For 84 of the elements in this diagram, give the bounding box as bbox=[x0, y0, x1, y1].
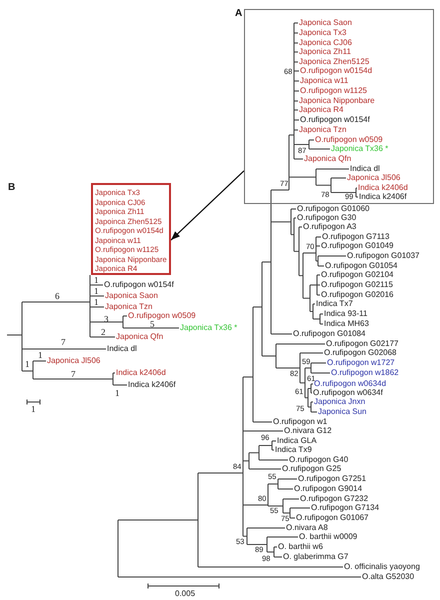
taxon-label: O.rufipogon w0634d bbox=[314, 379, 386, 389]
taxon-label: O.rufipogon w1727 bbox=[327, 358, 395, 368]
taxon-label: Indica 93-11 bbox=[324, 309, 368, 319]
branch-value: 1 bbox=[94, 275, 98, 285]
taxon-label: O.rufipogon w0634f bbox=[313, 388, 383, 398]
taxon-label: O. barthii w0009 bbox=[299, 532, 358, 542]
taxon-label: Japonica w11 bbox=[300, 76, 348, 86]
taxon-label: O.rufipogon G01054 bbox=[325, 261, 398, 271]
taxon-label: Japonica Tx36 * bbox=[331, 144, 388, 154]
taxon-label: Japonica Nipponbare bbox=[299, 96, 375, 106]
taxon-label: Indica k2406d bbox=[358, 183, 408, 193]
taxon-label: Japonica Tx3 bbox=[299, 28, 346, 38]
clade-box bbox=[91, 183, 171, 275]
taxon-label: O.rufipogon G02104 bbox=[321, 270, 394, 280]
taxon-label: O.rufipogon w0509 bbox=[315, 135, 383, 145]
taxon-label: O.rufipogon w1862 bbox=[331, 368, 399, 378]
taxon-label: O.rufipogon G40 bbox=[289, 455, 348, 465]
branch-value: 1 bbox=[25, 359, 30, 369]
branch-value: 1 bbox=[94, 297, 98, 307]
taxon-label: O.rufipogon G30 bbox=[297, 213, 356, 223]
arrow bbox=[170, 170, 244, 240]
taxon-label: Indica Tx7 bbox=[316, 299, 353, 309]
branch-value: 1 bbox=[38, 350, 42, 360]
taxon-label: O.rufipogon w0509 bbox=[128, 311, 196, 321]
taxon-label: Indica k2406f bbox=[359, 192, 407, 202]
taxon-label: Japonica Qfn bbox=[304, 154, 352, 164]
taxon-label: O.rufipogon w0154f bbox=[300, 115, 370, 125]
branch-value: 5 bbox=[150, 319, 154, 329]
panel-label: A bbox=[235, 8, 242, 20]
taxon-label: O.nivara A8 bbox=[286, 523, 328, 533]
taxon-label: O. officinalis yaoyong bbox=[344, 562, 420, 572]
branch-value: 2 bbox=[101, 327, 106, 337]
taxon-label: O.rufipogon G7113 bbox=[322, 232, 390, 242]
taxon-label: O.rufipogon G01084 bbox=[293, 329, 366, 339]
taxon-label: Indica k2406f bbox=[128, 380, 176, 390]
taxon-label: O.rufipogon G02177 bbox=[326, 339, 398, 349]
taxon-label: O.rufipogon w1125 bbox=[300, 86, 368, 96]
branch-value: 1 bbox=[115, 388, 120, 398]
taxon-label: O.rufipogon G7134 bbox=[311, 503, 380, 513]
taxon-label: O.rufipogon w0154d bbox=[300, 66, 372, 76]
panel-label: B bbox=[8, 182, 16, 194]
branch-value: 1 bbox=[31, 404, 36, 414]
taxon-label: Japonica Qfn bbox=[116, 332, 164, 342]
taxon-label: Indica MH63 bbox=[324, 319, 369, 329]
branch-value: 3 bbox=[104, 314, 108, 324]
taxon-label: O.alta G52030 bbox=[362, 572, 414, 582]
taxon-label: O.rufipogon G02115 bbox=[321, 280, 393, 290]
taxon-label: Japonica Zh11 bbox=[299, 47, 351, 57]
taxon-label: Indica dl bbox=[350, 164, 380, 174]
taxon-label: Japonica Jnxn bbox=[314, 397, 366, 407]
taxon-label: Japonica Jl506 bbox=[47, 356, 100, 366]
taxon-label: O.rufipogon G02068 bbox=[324, 348, 396, 358]
taxon-label: O.rufipogon G01049 bbox=[321, 241, 394, 251]
taxon-label: O.nivara G12 bbox=[284, 426, 332, 436]
branch-value: 6 bbox=[55, 291, 60, 301]
taxon-label: Japonica Tzn bbox=[105, 302, 152, 312]
taxon-label: Indica GLA bbox=[277, 436, 317, 446]
taxon-label: O.rufipogon G02016 bbox=[321, 290, 394, 300]
taxon-label: Japonica Zhen5125 bbox=[299, 57, 370, 67]
taxon-label: Japonica Saon bbox=[299, 18, 352, 28]
scale-label: 0.005 bbox=[175, 589, 196, 599]
taxon-label: O. barthii w6 bbox=[278, 542, 323, 552]
branch-value: 1 bbox=[94, 286, 98, 296]
taxon-label: Japonica Saon bbox=[105, 291, 158, 301]
taxon-label: Indica dl bbox=[107, 344, 137, 354]
branch-value: 7 bbox=[61, 337, 66, 347]
taxon-label: O.rufipogon G7232 bbox=[300, 494, 368, 504]
taxon-label: Japonica CJ06 bbox=[299, 38, 352, 48]
taxon-label: Indica Tx9 bbox=[275, 445, 312, 455]
taxon-label: O.rufipogon G9014 bbox=[294, 484, 362, 494]
taxon-label: Japonica Sun bbox=[318, 407, 366, 417]
taxon-label: O.rufipogon A3 bbox=[303, 222, 356, 232]
taxon-label: O.rufipogon w1 bbox=[273, 417, 328, 427]
taxon-label: O.rufipogon G25 bbox=[282, 464, 342, 474]
taxon-label: O. glaberimma G7 bbox=[283, 552, 348, 562]
taxon-label: O.rufipogon G7251 bbox=[298, 474, 366, 484]
taxon-label: Japonica Tx36 * bbox=[180, 323, 238, 333]
taxon-label: Indica k2406d bbox=[116, 368, 166, 378]
taxon-label: O.rufipogon G01037 bbox=[347, 251, 420, 261]
taxon-label: Japonica Jl506 bbox=[347, 173, 400, 183]
taxon-label: Japonica R4 bbox=[299, 105, 344, 115]
branch-value: 7 bbox=[71, 369, 76, 379]
taxon-label: O.rufipogon G01067 bbox=[296, 513, 368, 523]
taxon-label: Japonica Tzn bbox=[299, 125, 346, 135]
